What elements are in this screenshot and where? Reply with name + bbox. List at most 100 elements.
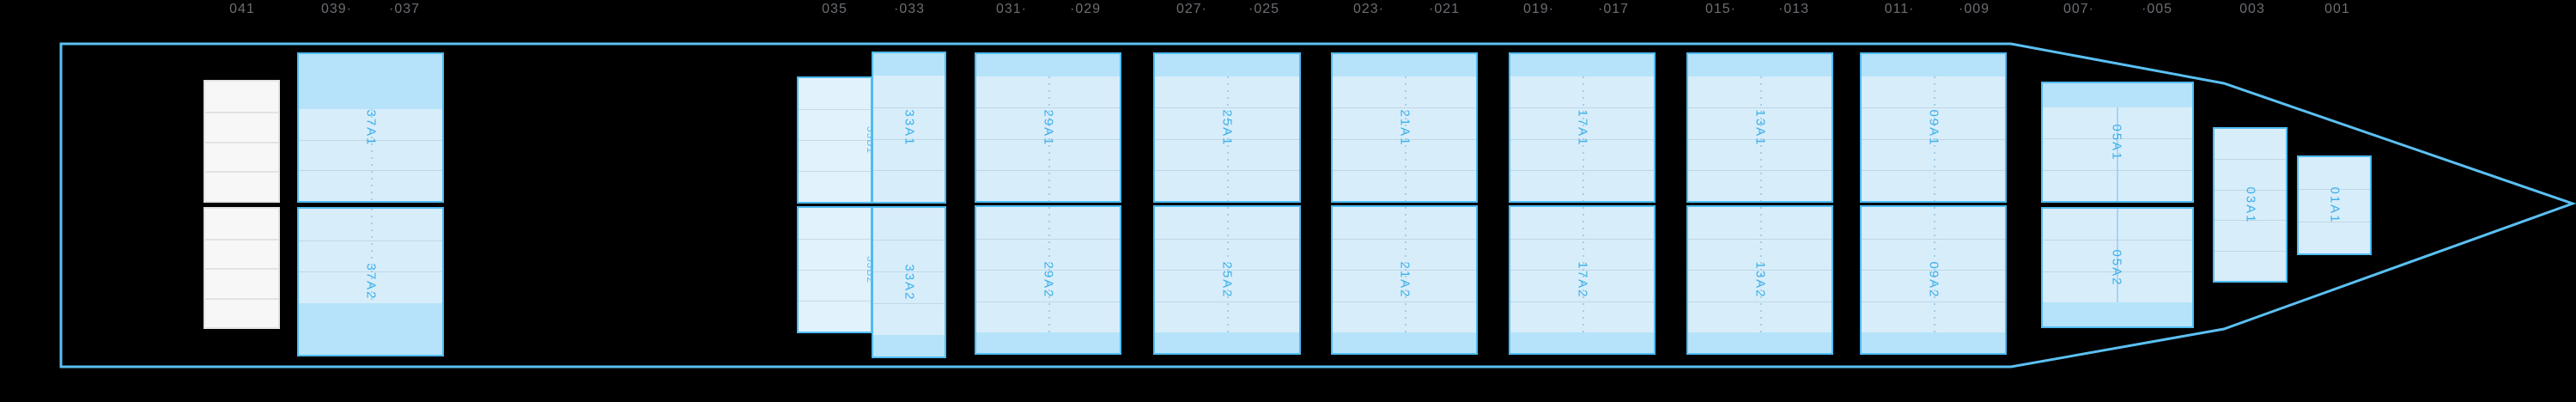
row-divider [799,140,871,141]
ruler-label-021: ·021 [1428,2,1461,16]
bay-label-33A2: 33A2 [902,263,916,302]
deckhouse-divider [205,297,278,300]
bay-slot-25A1[interactable]: 25A1 [1153,52,1301,203]
bay-label-21A2: 21A2 [1397,261,1412,299]
row-divider [2215,189,2286,191]
bay-13A: 13A1 13A2 [1686,52,1833,355]
bay-centerline [2117,209,2118,302]
deckhouse-divider [205,171,278,174]
bay-slot-09A2[interactable]: 09A2 [1860,205,2007,355]
bay-label-29A2: 29A2 [1041,261,1055,299]
ruler-label-003: 003 [2239,2,2265,16]
row-divider [799,270,871,271]
bay-label-25A1: 25A1 [1219,108,1235,147]
row-divider [799,109,871,110]
bay-09A: 09A1 09A2 [1860,52,2007,355]
bay-label-03A1: 03A1 [2243,186,2257,224]
row-divider [873,271,945,272]
bay-slot-05A2[interactable]: 05A2 [2041,207,2194,328]
bay-slot-21A2[interactable]: 21A2 [1331,205,1478,355]
row-divider [2215,220,2286,222]
deckhouse-divider [205,238,278,241]
bay-centerline [1759,76,1762,201]
bay-33A: 33A1 33A2 [872,52,946,358]
row-divider [873,303,945,304]
hatch-cap-top [299,54,442,109]
hatch-cap-bottom [1510,332,1654,353]
bay-centerline [1404,207,1406,332]
bay-slot-05A1[interactable]: 05A1 [2041,82,2194,203]
row-divider [799,301,871,302]
bay-label-37A2: 37A2 [363,263,378,301]
bay-slot-17A1[interactable]: 17A1 [1509,52,1656,203]
bay-slot-33B2[interactable]: 33B2 [797,206,877,333]
ruler-label-031: 031· [995,2,1028,16]
deckhouse-divider [205,141,278,143]
bay-label-09A2: 09A2 [1926,261,1941,299]
ruler-label-029: ·029 [1069,2,1102,16]
ruler-label-015: 015· [1704,2,1737,16]
row-divider [2299,189,2370,191]
row-divider [2215,159,2286,161]
bay-label-17A2: 17A2 [1575,261,1589,299]
bay-slot-29A1[interactable]: 29A1 [975,52,1121,203]
deckhouse-block-2 [204,207,280,329]
bay-slot-29A2[interactable]: 29A2 [975,205,1121,355]
ruler-label-005: ·005 [2141,2,2173,16]
bay-centerline [1404,76,1406,201]
bay-slot-17A2[interactable]: 17A2 [1509,205,1656,355]
ruler-label-025: ·025 [1248,2,1280,16]
bay-slot-37A2[interactable]: 37A2 [297,207,444,356]
bay-label-25A2: 25A2 [1219,261,1235,299]
bay-slot-25A2[interactable]: 25A2 [1153,205,1301,355]
bay-label-01A1: 01A1 [2327,186,2342,224]
hull-polygon [59,42,2576,368]
hatch-cap-top [976,54,1120,76]
bay-slot-33A2[interactable]: 33A2 [872,206,946,358]
bay-label-33A1: 33A1 [902,108,916,147]
hatch-cap-bottom [2043,302,2192,326]
row-divider [873,240,945,241]
bay-slot-37A1[interactable]: 37A1 [297,52,444,203]
hatch-cap-top [1862,54,2005,76]
bay-centerline [1048,207,1050,332]
bay-label-05A2: 05A2 [2109,248,2124,287]
bay-centerline [370,209,373,303]
bay-slot-21A1[interactable]: 21A1 [1331,52,1478,203]
hatch-cap-top [2043,83,2192,107]
bay-slot-33A1[interactable]: 33A1 [872,52,946,204]
bay-slot-13A2[interactable]: 13A2 [1686,205,1833,355]
ruler-label-027: 027· [1176,2,1208,16]
hatch-cap-top [1510,54,1654,76]
bay-slot-33B1[interactable]: 33B1 [797,76,877,204]
bay-slot-01A1[interactable]: 01A1 [2297,155,2372,255]
bay-05A: 05A1 05A2 [2041,82,2194,328]
bay-slot-13A1[interactable]: 13A1 [1686,52,1833,203]
bay-centerline [1227,207,1229,332]
bay-label-13A1: 13A1 [1753,108,1767,147]
bay-25A: 25A1 25A2 [1153,52,1301,355]
bay-03A: 03A1 [2213,127,2287,283]
bay-17A: 17A1 17A2 [1509,52,1656,355]
bay-label-37A1: 37A1 [363,108,378,147]
bay-centerline [1227,76,1229,201]
bay-label-09A1: 09A1 [1926,108,1941,147]
ruler-label-035: 035 [822,2,848,16]
ruler-label-013: ·013 [1777,2,1810,16]
bay-label-21A1: 21A1 [1397,108,1412,147]
hatch-cap-top [1333,54,1476,76]
ruler-label-023: 023· [1352,2,1385,16]
hatch-cap-top [873,53,945,76]
bay-slot-03A1[interactable]: 03A1 [2213,127,2287,283]
row-divider [2215,250,2286,252]
row-divider [799,239,871,240]
bay-centerline [1582,76,1584,201]
bay-centerline [370,109,373,201]
bay-21A: 21A1 21A2 [1331,52,1478,355]
hatch-cap-bottom [873,335,945,356]
ruler-label-037: ·037 [388,2,421,16]
bay-slot-09A1[interactable]: 09A1 [1860,52,2007,203]
row-divider [873,138,945,140]
